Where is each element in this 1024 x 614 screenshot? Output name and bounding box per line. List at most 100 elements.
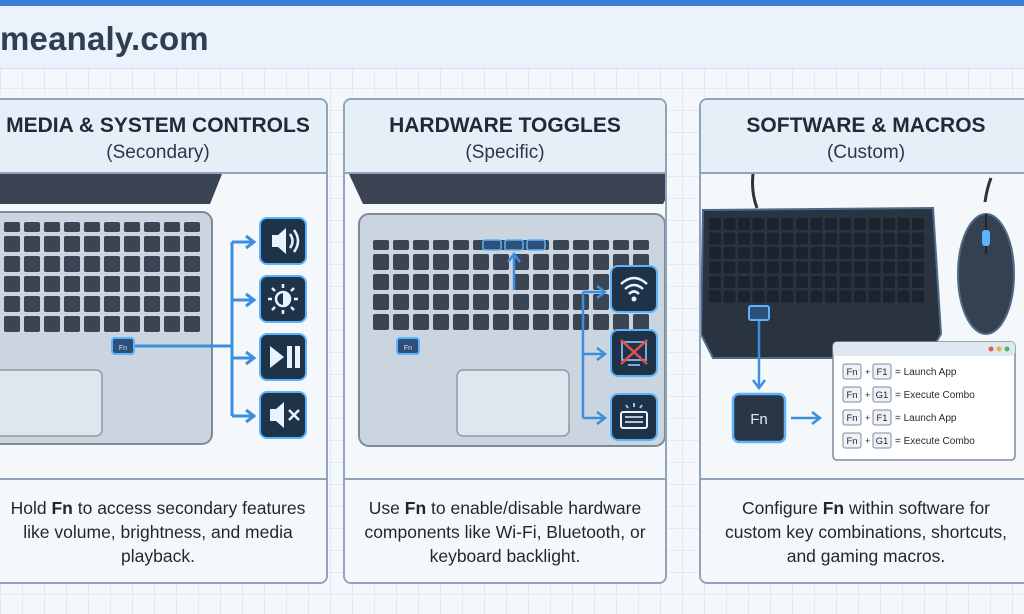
key xyxy=(373,274,389,290)
plus-sign: + xyxy=(865,436,870,446)
macro-key-label: Fn xyxy=(846,367,857,378)
fn-key xyxy=(396,337,420,355)
key xyxy=(825,247,837,259)
key xyxy=(453,240,469,250)
macro-action: = Execute Combo xyxy=(895,390,975,401)
arrow-heads xyxy=(245,234,257,424)
key xyxy=(897,290,910,303)
key xyxy=(64,276,80,292)
key xyxy=(854,247,866,259)
key xyxy=(64,236,80,252)
key xyxy=(84,222,100,232)
panel-header: MEDIA & SYSTEM CONTROLS (Secondary) xyxy=(0,100,326,174)
panel-header: HARDWARE TOGGLES (Specific) xyxy=(345,100,665,174)
key xyxy=(184,296,200,312)
fn-row-key-glow xyxy=(504,239,524,251)
key xyxy=(897,247,910,259)
key xyxy=(810,218,823,230)
key xyxy=(84,296,100,312)
key xyxy=(723,232,736,245)
mouse-cable xyxy=(983,177,993,203)
key xyxy=(164,296,180,312)
key xyxy=(44,256,60,272)
key xyxy=(64,316,80,332)
mute-icon xyxy=(259,391,307,439)
fn-row-key-glow xyxy=(526,239,546,251)
key xyxy=(781,290,794,303)
key xyxy=(493,254,509,270)
key xyxy=(912,290,924,303)
arrow-right xyxy=(791,411,823,425)
connector-branches xyxy=(583,290,603,420)
key xyxy=(839,276,852,288)
key xyxy=(24,236,40,252)
key xyxy=(4,316,20,332)
key xyxy=(433,314,449,330)
macro-key-label: G1 xyxy=(876,390,889,401)
keyboard-backlight-icon xyxy=(610,393,658,441)
key xyxy=(883,218,895,230)
key xyxy=(373,254,389,270)
key xyxy=(593,240,609,250)
key xyxy=(104,296,120,312)
key xyxy=(573,314,589,330)
key xyxy=(825,276,837,288)
display-off-icon xyxy=(610,329,658,377)
key xyxy=(781,218,794,230)
key xyxy=(124,256,140,272)
key xyxy=(839,232,852,245)
key xyxy=(897,218,910,230)
key xyxy=(373,240,389,250)
macro-action: = Execute Combo xyxy=(895,436,975,447)
key xyxy=(44,276,60,292)
macro-key-label: Fn xyxy=(846,436,857,447)
key xyxy=(633,240,649,250)
key xyxy=(738,247,750,259)
key xyxy=(413,274,429,290)
key xyxy=(4,276,20,292)
key xyxy=(104,276,120,292)
key xyxy=(796,247,808,259)
key xyxy=(4,222,20,232)
key xyxy=(839,247,852,259)
fn-key-glow xyxy=(748,305,770,321)
key xyxy=(24,296,40,312)
key xyxy=(184,316,200,332)
key xyxy=(633,314,649,330)
key xyxy=(767,218,779,230)
key xyxy=(825,232,837,245)
fn-emphasis: Fn xyxy=(51,498,73,518)
panel-title: HARDWARE TOGGLES xyxy=(389,114,621,137)
key xyxy=(573,274,589,290)
key xyxy=(64,256,80,272)
key xyxy=(533,274,549,290)
key xyxy=(413,314,429,330)
wifi-icon xyxy=(610,265,658,313)
fn-emphasis: Fn xyxy=(404,498,427,518)
key xyxy=(709,261,721,274)
key xyxy=(473,274,489,290)
key xyxy=(44,296,60,312)
key xyxy=(912,232,924,245)
key xyxy=(413,240,429,250)
key xyxy=(4,256,20,272)
key xyxy=(723,276,736,288)
key xyxy=(433,240,449,250)
key xyxy=(883,232,895,245)
macro-row: Fn+F1= Launch App xyxy=(842,409,957,426)
key xyxy=(752,276,765,288)
key xyxy=(709,218,721,230)
key xyxy=(84,236,100,252)
key xyxy=(124,296,140,312)
key xyxy=(796,276,808,288)
key xyxy=(868,290,881,303)
key xyxy=(473,294,489,310)
keyboard-keys xyxy=(709,218,924,303)
key xyxy=(613,240,629,250)
key xyxy=(453,314,469,330)
key xyxy=(839,218,852,230)
key xyxy=(738,261,750,274)
key xyxy=(825,218,837,230)
key xyxy=(433,294,449,310)
key xyxy=(796,218,808,230)
